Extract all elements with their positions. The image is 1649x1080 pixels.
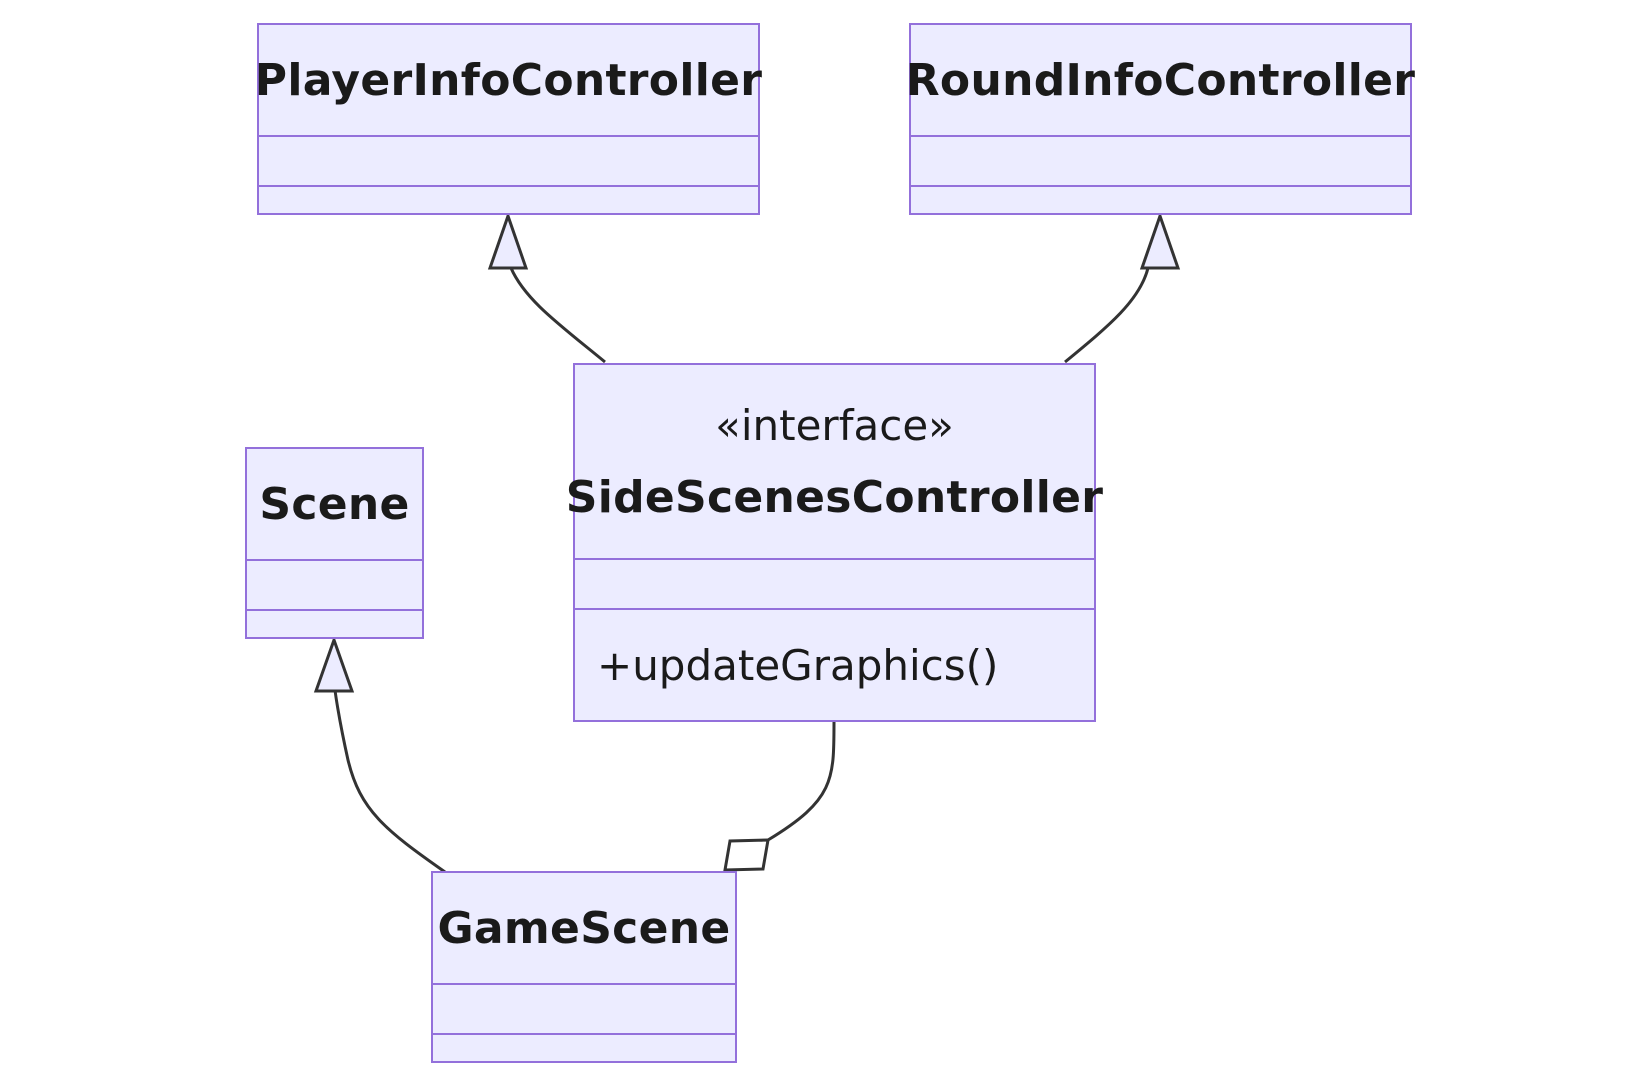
inheritance-arrowhead-roundinfo [1139,211,1181,270]
class-header: GameScene [433,873,735,985]
class-header: Scene [247,449,422,561]
class-player-info-controller[interactable]: PlayerInfoController [255,23,762,215]
class-methods-section [247,611,422,637]
class-attributes-section [247,561,422,611]
class-name: PlayerInfoController [254,54,763,106]
edge-sidescenes-to-gamescene [767,721,836,842]
edge-sidescenes-to-playerinfo [509,267,606,364]
class-scene[interactable]: Scene [245,447,424,639]
edge-sidescenes-to-roundinfo [1064,267,1150,364]
class-methods-section [911,187,1410,213]
class-attributes-section [575,560,1094,610]
edge-gamescene-to-scene [333,689,446,874]
class-methods-section [259,187,758,213]
class-attributes-section [259,137,758,187]
class-methods-section: +updateGraphics() [575,610,1094,720]
class-header: PlayerInfoController [255,25,762,137]
class-methods-section [433,1035,735,1061]
class-header: RoundInfoController [906,25,1415,137]
class-name: SideScenesController [565,471,1104,523]
class-game-scene[interactable]: GameScene [431,871,737,1063]
class-name: GameScene [437,902,731,954]
class-attributes-section [911,137,1410,187]
class-stereotype: «interface» [715,400,954,450]
class-side-scenes-controller[interactable]: «interface» SideScenesController +update… [566,363,1103,722]
inheritance-arrowhead-scene [313,635,355,693]
inheritance-arrowhead-playerinfo [487,211,529,270]
class-name: RoundInfoController [905,54,1416,106]
class-round-info-controller[interactable]: RoundInfoController [906,23,1415,215]
class-name: Scene [259,478,410,530]
class-attributes-section [433,985,735,1035]
aggregation-diamond [723,838,770,872]
class-header: «interface» SideScenesController [566,365,1103,560]
class-method: +updateGraphics() [597,640,999,690]
